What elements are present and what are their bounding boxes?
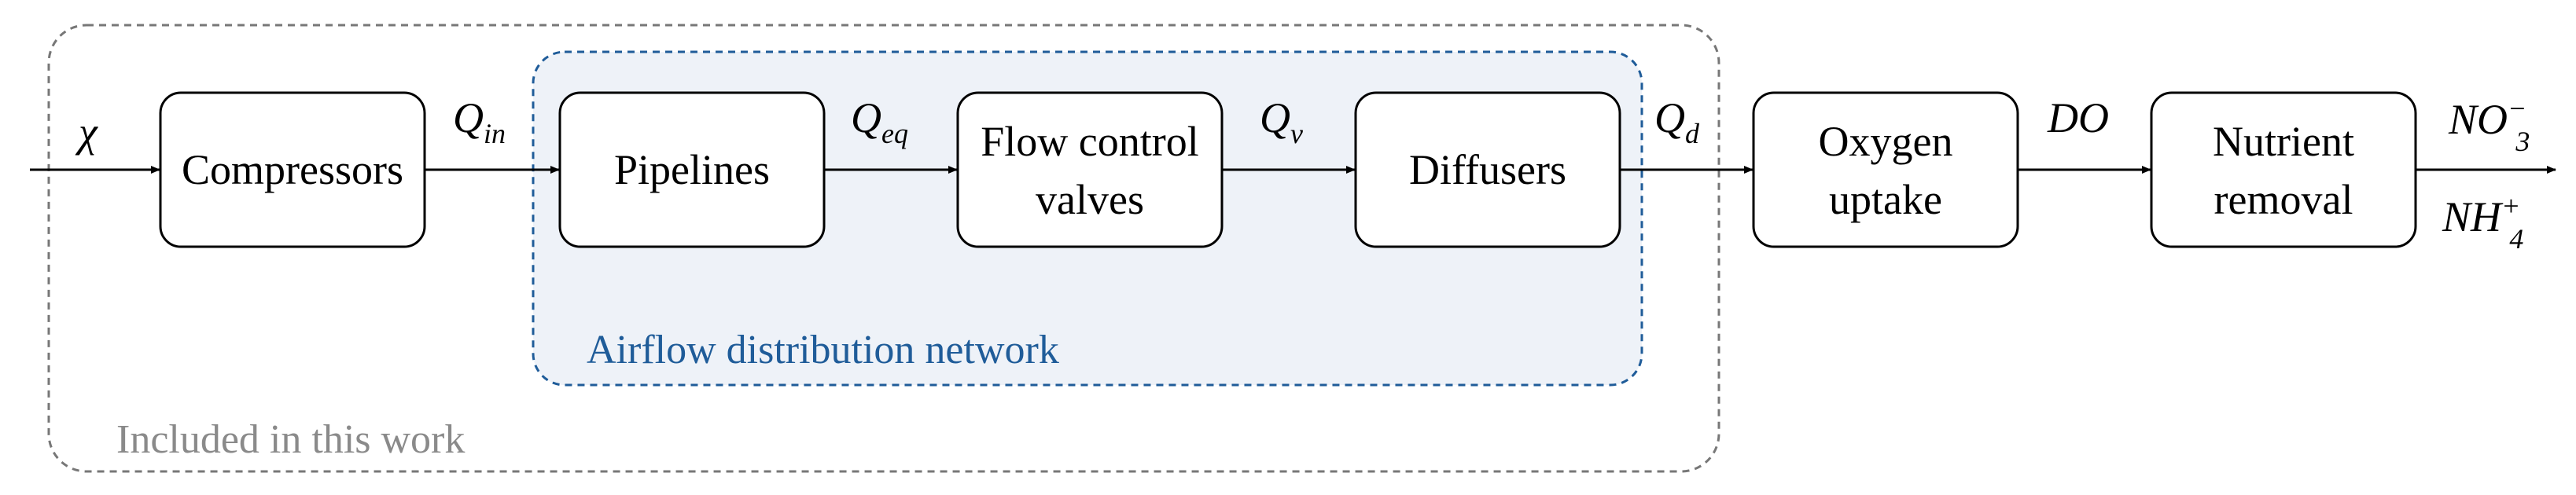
no3-label: NO−3 bbox=[2448, 93, 2530, 157]
oxygen-uptake-label-line2: uptake bbox=[1829, 176, 1942, 223]
diffusers-block: Diffusers bbox=[1354, 91, 1621, 248]
oxygen-uptake-block: Oxygen uptake bbox=[1752, 91, 2019, 248]
oxygen-uptake-label-line1: Oxygen bbox=[1819, 118, 1953, 165]
do-label: DO bbox=[2047, 94, 2109, 141]
nutrient-removal-label-line2: removal bbox=[2214, 176, 2353, 223]
compressors-label: Compressors bbox=[182, 146, 403, 193]
airflow-network-label: Airflow distribution network bbox=[587, 328, 1059, 372]
included-region-label: Included in this work bbox=[116, 417, 465, 462]
pipelines-label: Pipelines bbox=[614, 146, 770, 193]
nutrient-removal-block: Nutrient removal bbox=[2150, 91, 2417, 248]
nh4-label: NH+4 bbox=[2442, 190, 2523, 255]
q-d-label: Qd bbox=[1654, 94, 1700, 149]
pipelines-block: Pipelines bbox=[558, 91, 826, 248]
compressors-block: Compressors bbox=[159, 91, 426, 248]
q-in-label: Qin bbox=[453, 94, 506, 149]
q-eq-label: Qeq bbox=[851, 94, 908, 149]
input-signal-label: χ bbox=[75, 108, 98, 156]
flow-control-valves-label-line2: valves bbox=[1036, 176, 1144, 223]
q-v-label: Qv bbox=[1260, 94, 1303, 149]
flow-control-valves-block: Flow control valves bbox=[956, 91, 1224, 248]
nutrient-removal-label-line1: Nutrient bbox=[2213, 118, 2354, 165]
included-region bbox=[47, 24, 1720, 473]
diffusers-label: Diffusers bbox=[1409, 146, 1566, 193]
flow-control-valves-label-line1: Flow control bbox=[981, 118, 1199, 165]
